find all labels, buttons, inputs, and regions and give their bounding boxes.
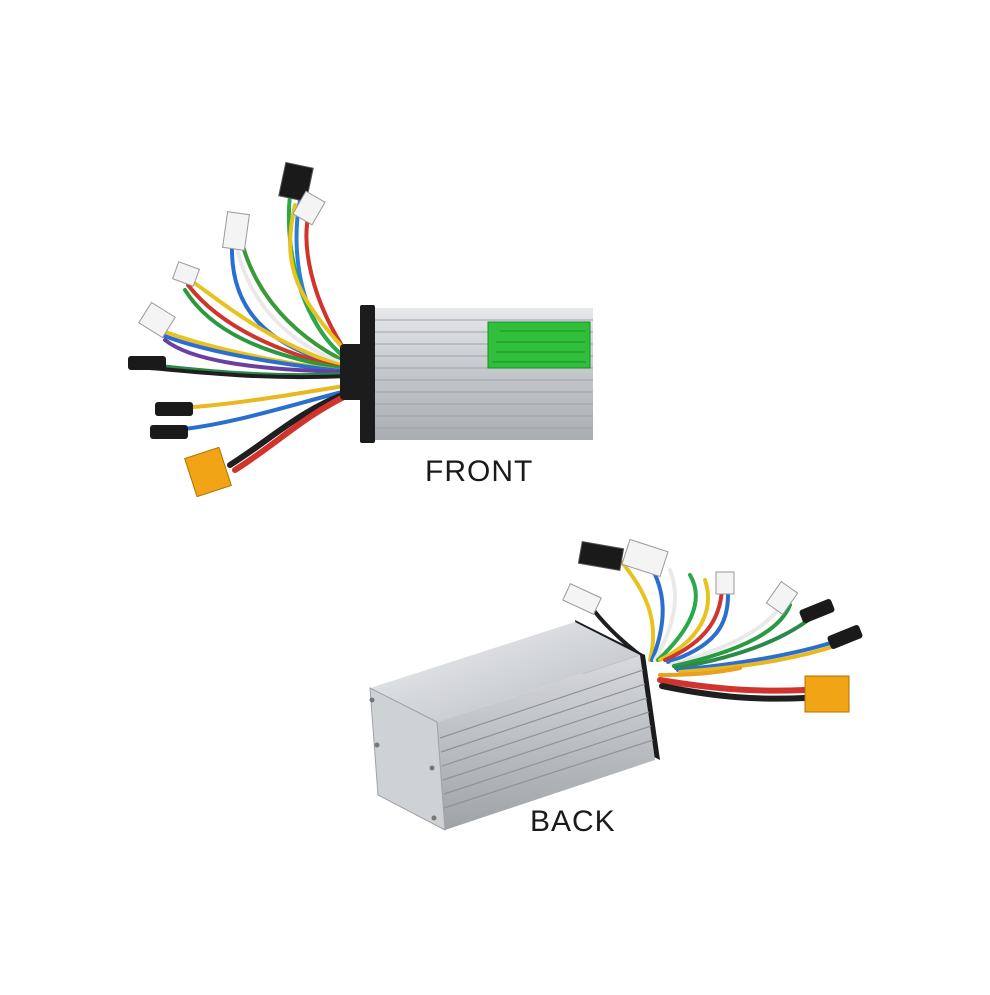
front-end-cap bbox=[360, 305, 375, 443]
screw-icon bbox=[369, 697, 375, 703]
front-fins bbox=[375, 319, 593, 429]
screw-icon bbox=[374, 742, 380, 748]
screw-icon bbox=[431, 815, 437, 821]
sticker-print-lines bbox=[492, 330, 586, 363]
screw-icon bbox=[429, 765, 435, 771]
back-housing-end bbox=[369, 687, 446, 831]
back-housing-top bbox=[370, 622, 640, 722]
front-label: FRONT bbox=[425, 455, 534, 488]
controller-front bbox=[128, 161, 593, 498]
back-fins bbox=[439, 669, 654, 809]
back-label: BACK bbox=[530, 805, 616, 838]
back-connectors bbox=[562, 538, 863, 713]
front-wire-harness bbox=[148, 193, 353, 473]
front-connectors bbox=[128, 161, 326, 498]
spec-sticker bbox=[487, 321, 591, 369]
controller-back bbox=[369, 538, 863, 831]
